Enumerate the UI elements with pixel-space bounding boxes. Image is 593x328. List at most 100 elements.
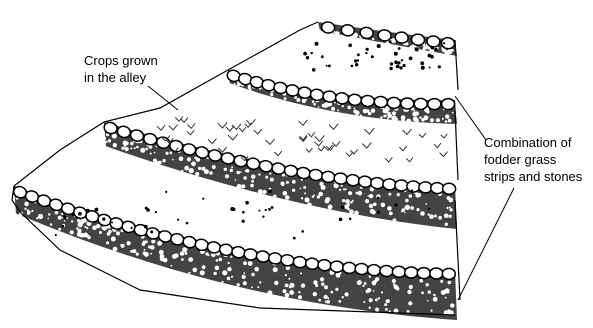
strip-speckle [182,247,187,252]
soil-dot [61,225,64,228]
strip-speckle [383,115,386,118]
strip-speckle [142,243,145,246]
strip-speckle [121,147,124,150]
strip-speckle [237,283,240,286]
stone [380,265,394,277]
soil-dot [232,208,235,211]
strip-speckle [405,205,410,210]
crop-mark [208,139,216,144]
strip-speckle [362,285,364,287]
strip-speckle [369,298,373,302]
strip-speckle [372,210,376,214]
strip-speckle [369,194,373,198]
soil-dot [95,208,99,212]
strip-speckle [155,161,159,165]
strip-speckle [414,110,416,112]
strip-speckle [325,301,327,303]
strip-speckle [202,167,206,171]
soil-dot [186,222,189,225]
stone [430,268,443,279]
strip-speckle [405,199,409,203]
strip-speckle [450,303,454,307]
strip-speckle [430,50,432,52]
strip-speckle [445,297,447,299]
strip-speckle [230,169,233,172]
soil-dot [357,53,360,56]
strip-speckle [159,250,164,255]
strip-speckle [301,197,303,199]
strip-speckle [230,256,232,258]
strip-speckle [457,49,459,51]
strip-speckle [371,109,374,112]
strip-speckle [222,281,224,283]
strip-speckle [348,191,352,195]
strip-speckle [134,147,136,149]
strip-speckle [36,217,38,219]
soil-dot [429,67,431,69]
strip-speckle [87,236,91,240]
crop-mark [239,127,246,131]
strip-speckle [145,148,148,151]
strip-speckle [387,206,392,211]
soil-dot [394,60,398,64]
strip-speckle [150,153,152,155]
strip-speckle [125,147,129,151]
soil-dot [78,212,82,216]
strip-speckle [456,201,458,203]
strip-speckle [342,296,344,298]
strip-speckle [58,216,62,220]
strip-speckle [250,184,254,188]
crop-mark [440,152,448,157]
soil-dot [268,189,272,193]
strip-speckle [216,259,219,262]
strip-speckle [446,207,448,209]
strip-speckle [193,268,198,273]
strip-speckle [445,120,448,123]
strip-speckle [267,290,272,295]
crop-mark [274,151,282,156]
strip-speckle [304,192,306,194]
strip-speckle [445,114,449,118]
strip-speckle [375,308,379,312]
strip-speckle [285,195,290,200]
strip-speckle [262,190,266,194]
strip-speckle [270,93,273,96]
strip-speckle [442,49,446,53]
soil-dot [202,198,204,200]
strip-speckle [188,257,193,262]
strip-speckle [200,270,205,275]
soil-dot [312,68,316,72]
stone [401,98,414,109]
strip-speckle [426,283,429,286]
strip-speckle [412,112,417,117]
strip-speckle [136,253,139,256]
strip-speckle [121,244,125,248]
soil-dot [389,40,392,43]
crop-mark [228,134,238,140]
strip-speckle [246,169,250,173]
strip-speckle [300,272,302,274]
strip-speckle [281,182,284,185]
strip-speckle [410,206,414,210]
strip-speckle [368,195,370,197]
strip-speckle [189,168,194,173]
strip-speckle [452,112,454,114]
strip-speckle [132,249,136,253]
strip-speckle [101,227,103,229]
stone [358,175,372,187]
strip-speckle [171,265,173,267]
strip-speckle [448,119,452,123]
strip-speckle [184,166,189,171]
soil-dot [394,203,397,206]
strip-speckle [408,301,412,305]
strip-speckle [170,151,173,154]
soil-dot [293,237,296,240]
strip-speckle [108,139,111,142]
strip-speckle [315,284,318,287]
soil-dot [55,234,57,236]
crop-mark [187,130,194,135]
strip-speckle [236,171,240,175]
strip-speckle [258,173,260,175]
strip-speckle [187,157,191,161]
strip-speckle [387,112,391,116]
